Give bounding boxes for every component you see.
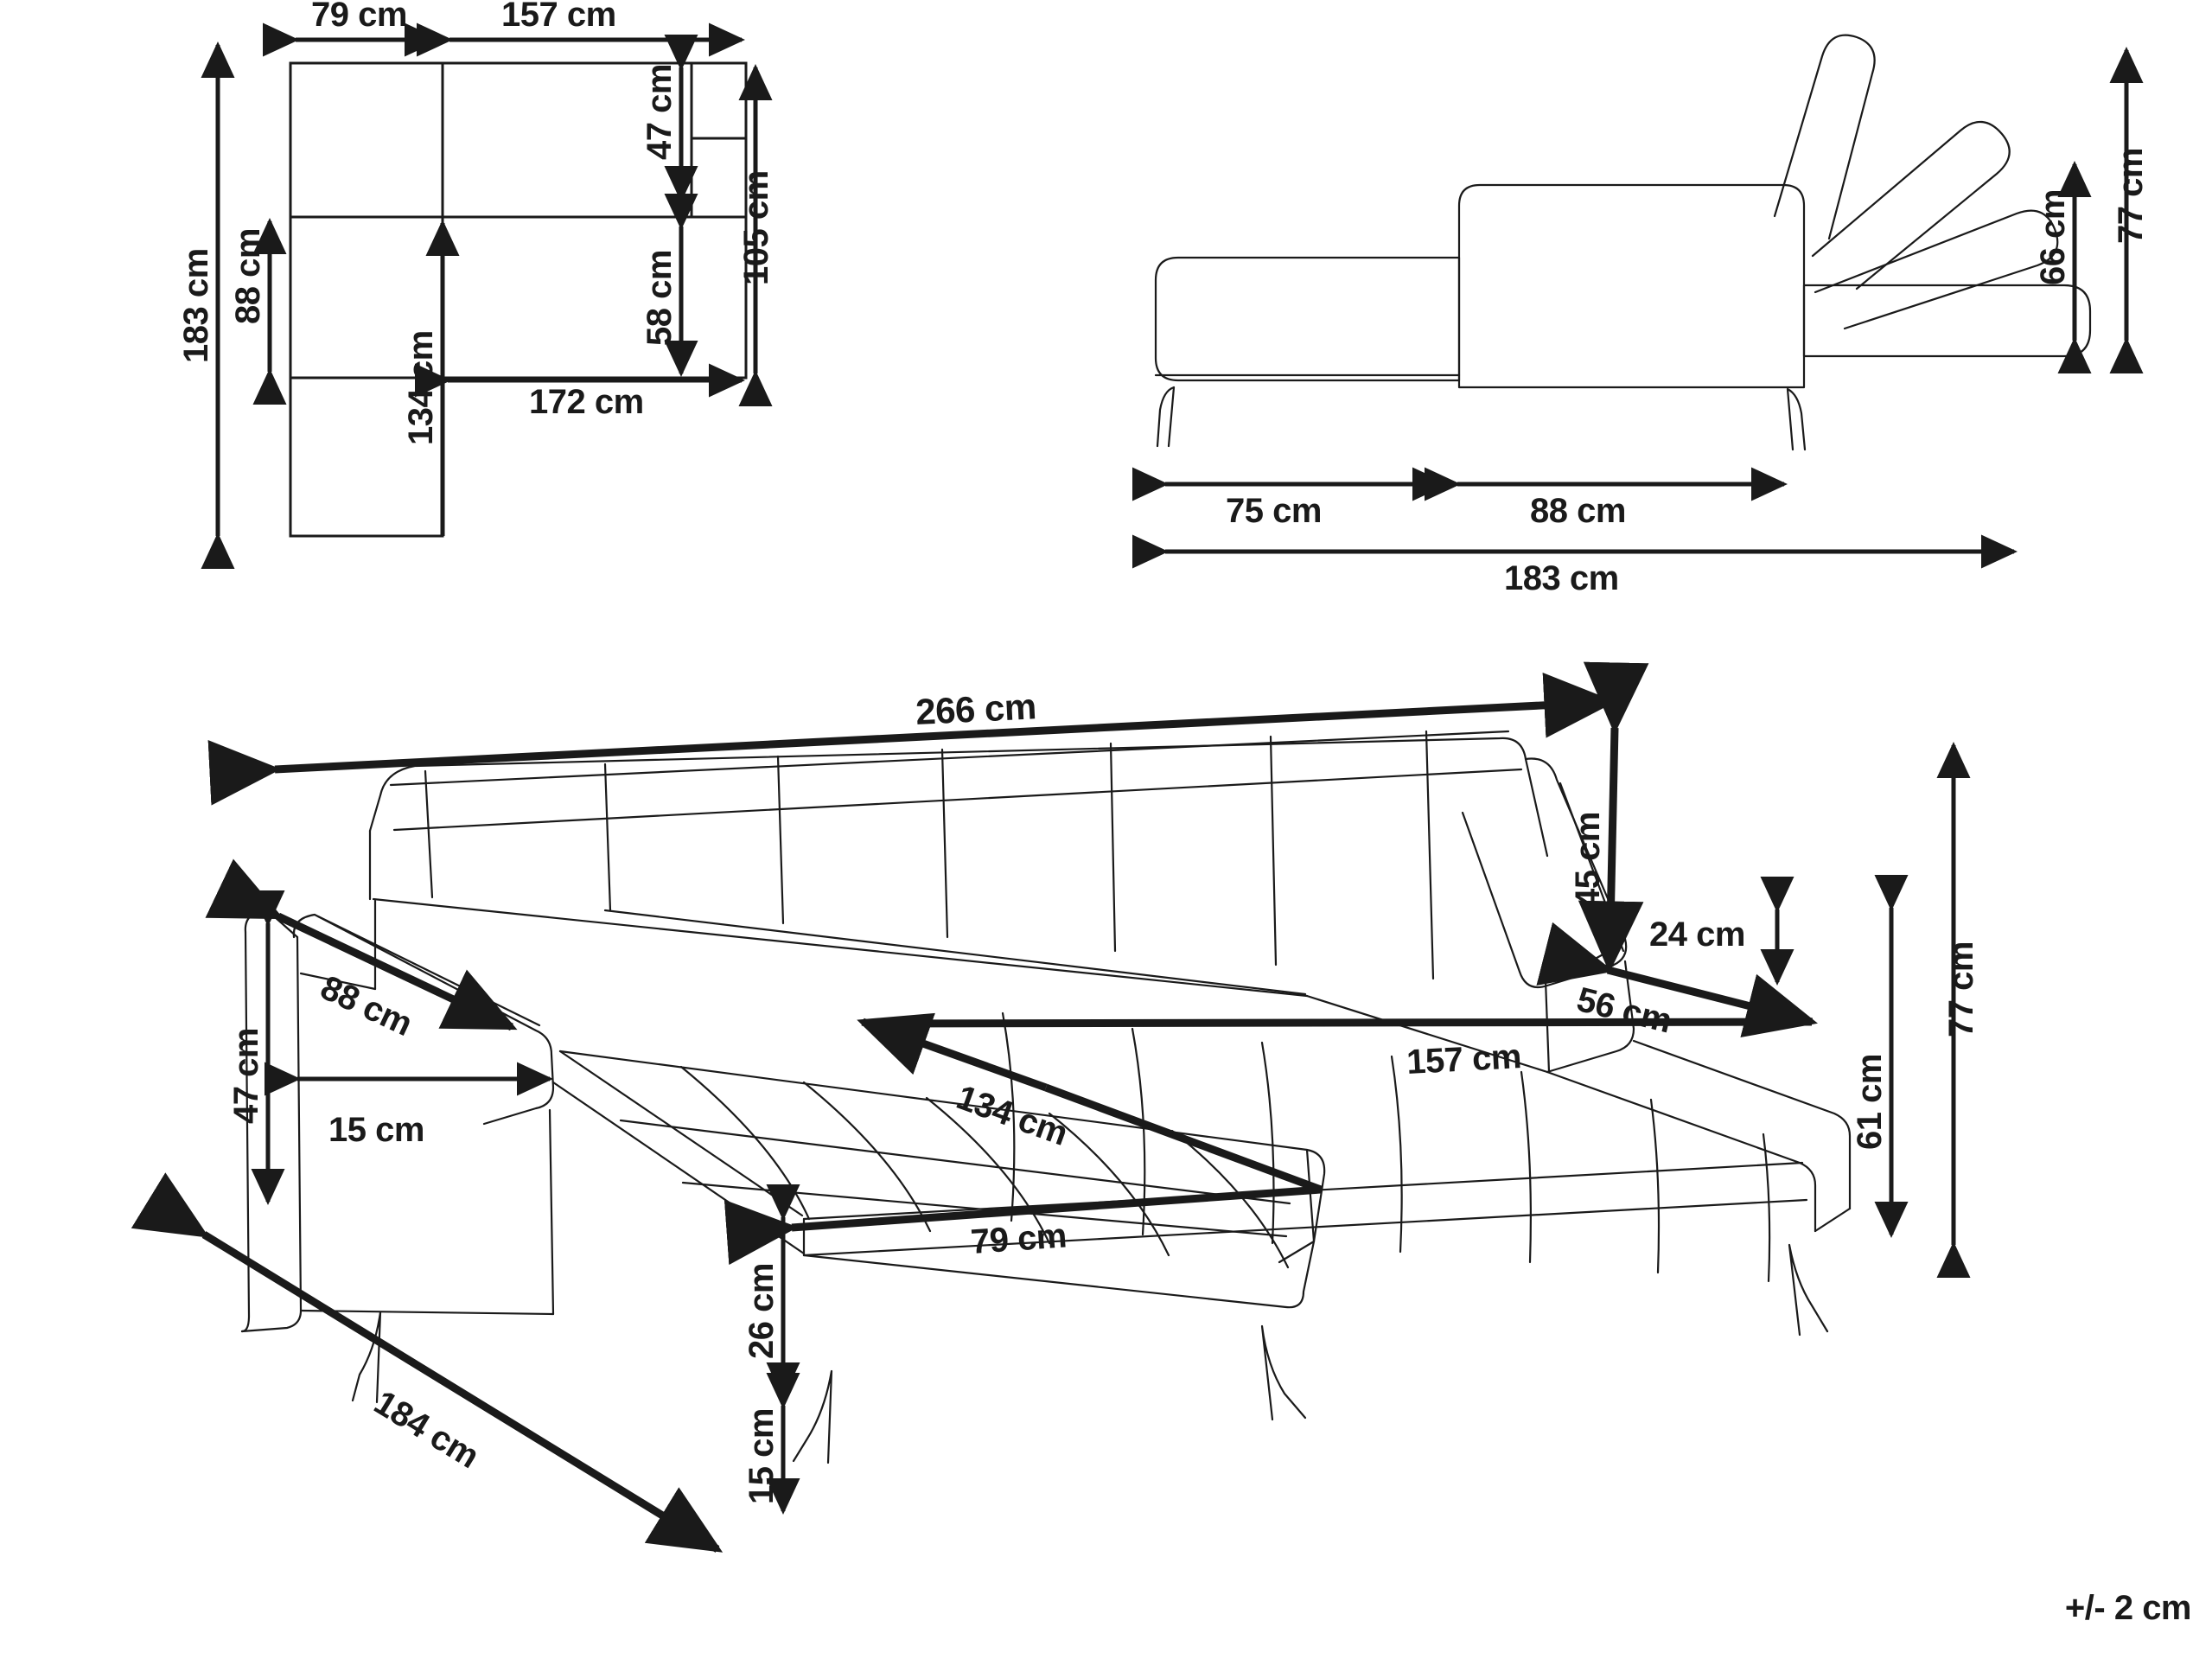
plan-dim-58: 58 cm: [641, 194, 698, 378]
persp-dim-26: 26 cm: [743, 1184, 800, 1400]
plan-dim-157-label: 157 cm: [501, 0, 616, 34]
persp-dim-88: 88 cm: [205, 858, 518, 1043]
plan-dim-88-label: 88 cm: [229, 228, 267, 324]
side-dim-88-label: 88 cm: [1530, 492, 1626, 530]
persp-dim-24: 24 cm: [1649, 877, 1794, 986]
persp-dim-26-label: 26 cm: [743, 1263, 781, 1359]
plan-dim-58-label: 58 cm: [641, 250, 679, 346]
persp-dim-24-label: 24 cm: [1649, 916, 1745, 954]
plan-dim-88: 88 cm: [229, 217, 287, 405]
plan-dim-134-label: 134 cm: [402, 330, 440, 445]
persp-dim-61: 61 cm: [1851, 875, 1909, 1239]
persp-dim-184: 184 cm: [131, 1172, 724, 1553]
side-profile-outline: [1154, 34, 2092, 451]
persp-dim-15-leg: 15 cm: [743, 1373, 800, 1515]
side-dim-66: 66 cm: [2034, 160, 2092, 373]
persp-dim-56-label: 56 cm: [1573, 980, 1675, 1041]
plan-dim-105: 105 cm: [737, 63, 775, 406]
side-dim-183-label: 183 cm: [1504, 559, 1619, 597]
persp-dim-45: 45 cm: [1569, 661, 1649, 973]
plan-dim-47-label: 47 cm: [641, 64, 679, 160]
persp-dim-134: 134 cm: [857, 1012, 1323, 1194]
persp-dim-266: 266 cm: [207, 673, 1616, 806]
persp-dim-77: 77 cm: [1936, 741, 1980, 1278]
plan-dim-183: 183 cm: [177, 41, 235, 569]
side-dim-88: 88 cm: [1425, 467, 1788, 530]
top-plan-view: 79 cm 157 cm 183 cm 88 cm 134 cm: [177, 0, 775, 569]
side-dim-66-label: 66 cm: [2034, 189, 2072, 285]
plan-dim-172: 172 cm: [415, 363, 746, 421]
persp-dim-77-label: 77 cm: [1942, 941, 1980, 1037]
persp-dim-15-arm-label: 15 cm: [328, 1111, 424, 1149]
plan-dim-79-label: 79 cm: [311, 0, 407, 34]
side-dim-183: 183 cm: [1132, 534, 2018, 597]
side-dim-77: 77 cm: [2109, 46, 2150, 373]
persp-dim-47-label: 47 cm: [227, 1028, 265, 1124]
plan-dim-172-label: 172 cm: [529, 383, 644, 421]
persp-dim-79: 79 cm: [724, 1185, 1322, 1266]
plan-dim-134: 134 cm: [402, 219, 460, 536]
perspective-view: 266 cm 88 cm 47 cm 15 cm 184 cm: [131, 661, 1980, 1553]
side-dim-75: 75 cm: [1132, 467, 1450, 530]
tolerance-note: +/- 2 cm: [2064, 1589, 2192, 1627]
plan-dim-47: 47 cm: [641, 35, 698, 203]
plan-dim-183-label: 183 cm: [177, 248, 215, 363]
persp-dim-157: 157 cm: [864, 1018, 1813, 1082]
persp-dim-45-label: 45 cm: [1569, 812, 1607, 908]
persp-dim-157-label: 157 cm: [1406, 1037, 1522, 1082]
persp-dim-61-label: 61 cm: [1851, 1054, 1889, 1150]
plan-dim-105-label: 105 cm: [737, 170, 775, 285]
side-dim-75-label: 75 cm: [1226, 492, 1322, 530]
side-profile-view: 75 cm 88 cm 183 cm 66 cm 77 cm: [1132, 34, 2150, 597]
persp-dim-266-label: 266 cm: [915, 686, 1037, 732]
persp-dim-88-label: 88 cm: [315, 968, 418, 1043]
persp-dim-15-arm: 15 cm: [265, 1062, 554, 1149]
persp-dim-79-label: 79 cm: [970, 1216, 1068, 1261]
plan-dim-79: 79 cm: [263, 0, 442, 57]
side-dim-77-label: 77 cm: [2112, 148, 2150, 244]
persp-dim-15-leg-label: 15 cm: [743, 1408, 781, 1504]
plan-dim-157: 157 cm: [417, 0, 746, 57]
